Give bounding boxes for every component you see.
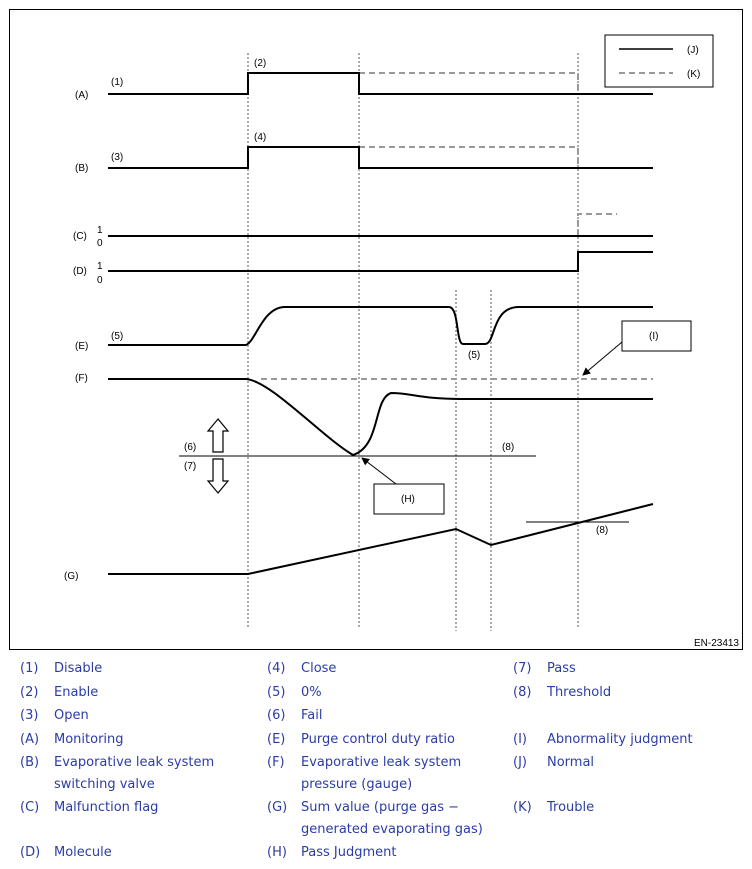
trace-a-trouble <box>359 72 579 94</box>
callout-6: (6) <box>184 442 196 453</box>
line-style-key <box>604 34 714 88</box>
callout-1: (1) <box>111 77 123 88</box>
fail-up-arrow-icon <box>206 418 230 453</box>
legend-item-2: (2)Enable <box>20 685 99 700</box>
pass-down-arrow-icon <box>206 458 230 494</box>
legend-item-e: (E)Purge control duty ratio <box>267 732 455 747</box>
trace-d-molecule <box>108 251 653 272</box>
callout-8b: (8) <box>596 525 608 536</box>
trace-a-monitoring <box>108 72 653 95</box>
legend-item-7: (7)Pass <box>513 661 576 676</box>
timing-diagram: (A) (B) (C) (D) (E) (F) (G) 1 0 1 0 (1) … <box>64 34 739 649</box>
callout-box-i <box>621 320 692 352</box>
trace-b-valve <box>108 146 653 169</box>
normal-lines <box>108 72 654 575</box>
row-label-g: (G) <box>64 571 78 582</box>
figure-id: EN-23413 <box>694 638 739 649</box>
callout-box-h <box>373 483 445 515</box>
row-label-e: (E) <box>75 341 88 352</box>
callout-3: (3) <box>111 152 123 163</box>
trace-g-sum <box>108 503 654 575</box>
pointer-to-h <box>361 457 397 485</box>
legend-item-4: (4)Close <box>267 661 337 676</box>
callout-5a: (5) <box>111 331 123 342</box>
trace-c-trouble <box>577 213 617 236</box>
callout-4: (4) <box>254 132 266 143</box>
pointer-to-i <box>582 341 623 376</box>
timing-diagram-frame: (A) (B) (C) (D) (E) (F) (G) 1 0 1 0 (1) … <box>9 9 743 650</box>
legend-item-a: (A)Monitoring <box>20 732 124 747</box>
row-label-c: (C) <box>73 231 87 242</box>
callout-7: (7) <box>184 461 196 472</box>
legend-item-i: (I)Abnormality judgment <box>513 732 693 747</box>
trace-b-trouble <box>359 146 579 168</box>
trace-f-pressure <box>108 378 653 457</box>
legend-item-k: (K)Trouble <box>513 800 595 815</box>
legend-item-8: (8)Threshold <box>513 685 612 700</box>
row-label-d: (D) <box>73 266 87 277</box>
legend-item-5: (5)0% <box>267 685 322 700</box>
flag-c-zero: 0 <box>97 238 103 249</box>
key-dashed-label: (K) <box>687 69 700 80</box>
flag-c-one: 1 <box>97 225 103 236</box>
legend-item-d: (D)Molecule <box>20 845 112 860</box>
row-label-b: (B) <box>75 163 88 174</box>
legend-item-6: (6)Fail <box>267 708 323 723</box>
trouble-lines <box>261 72 653 380</box>
legend-item-g: (G)Sum value (purge gas −generated evapo… <box>267 800 483 837</box>
legend-item-c: (C)Malfunction flag <box>20 800 159 815</box>
callout-h: (H) <box>401 494 415 505</box>
callout-5b: (5) <box>468 350 480 361</box>
row-label-f: (F) <box>75 373 88 384</box>
callout-2: (2) <box>254 58 266 69</box>
legend-item-3: (3)Open <box>20 708 89 723</box>
flag-d-one: 1 <box>97 261 103 272</box>
key-solid-label: (J) <box>687 45 699 56</box>
row-label-a: (A) <box>75 90 88 101</box>
callout-8a: (8) <box>502 442 514 453</box>
flag-d-zero: 0 <box>97 275 103 286</box>
legend-item-1: (1)Disable <box>20 661 103 676</box>
trace-e-purge <box>108 305 653 346</box>
legend-item-h: (H)Pass Judgment <box>267 845 397 860</box>
callout-i: (I) <box>649 331 658 342</box>
fail-pass-arrows <box>206 418 230 494</box>
threshold-lines <box>179 455 629 523</box>
event-lines <box>247 53 579 631</box>
legend-item-j: (J)Normal <box>513 755 595 770</box>
